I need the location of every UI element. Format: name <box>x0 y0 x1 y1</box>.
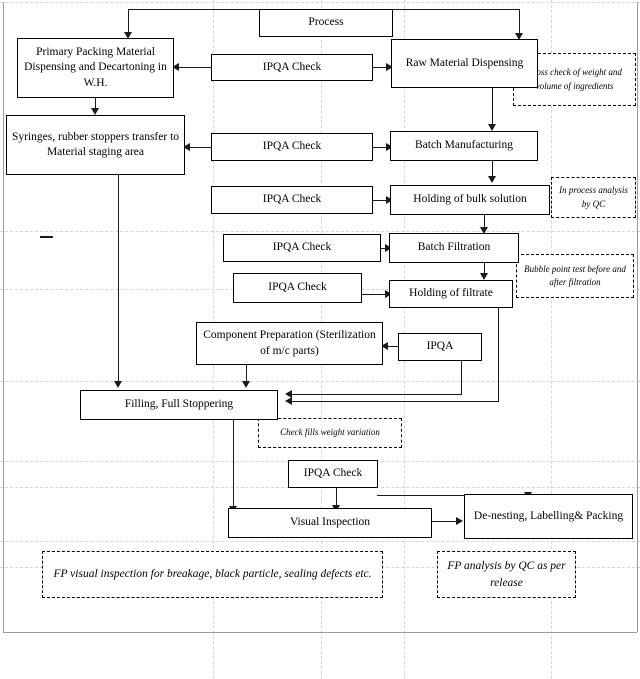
arrowhead-down <box>241 381 250 388</box>
note-check-fills: Check fills weight variation <box>258 418 402 448</box>
connector-ipqa5-to-holdingfiltrate <box>362 294 388 296</box>
connector-ipqa2-to-batchmfg <box>372 147 390 149</box>
node-visual-inspection[interactable]: Visual Inspection <box>228 508 432 538</box>
connector-holdingbulk-to-filtration <box>484 214 486 230</box>
node-batch-filtration[interactable]: Batch Filtration <box>389 233 519 263</box>
connector-syringes-to-filling <box>118 175 120 383</box>
node-filling-full-stoppering[interactable]: Filling, Full Stoppering <box>80 390 278 420</box>
node-ipqa-check-3[interactable]: IPQA Check <box>211 186 373 214</box>
arrowhead-right <box>385 289 392 298</box>
node-primary-packing[interactable]: Primary Packing Material Dispensing and … <box>17 38 174 98</box>
gridline-h <box>0 2 640 3</box>
node-holding-filtrate[interactable]: Holding of filtrate <box>389 280 513 308</box>
arrowhead-down <box>514 33 523 40</box>
arrowhead-right <box>385 243 392 252</box>
page-frame-left <box>3 2 4 632</box>
connector-filling-to-visual <box>233 419 235 510</box>
arrowhead-left <box>285 389 292 398</box>
arrowhead-down <box>479 273 488 280</box>
arrowhead-right <box>386 195 393 204</box>
node-ipqa-check-1[interactable]: IPQA Check <box>211 54 373 81</box>
connector-ipqa-down <box>461 360 463 394</box>
gridline-h <box>0 541 640 542</box>
arrowhead-right <box>386 62 393 71</box>
page-frame-right <box>637 2 638 632</box>
arrowhead-left <box>172 62 179 71</box>
connector-batchmfg-to-holdingbulk <box>492 160 494 178</box>
arrowhead-down <box>479 227 488 234</box>
page-frame-bottom <box>3 632 637 633</box>
connector-ipqa-to-component <box>386 346 399 348</box>
connector-ipqa1-to-rawmaterial <box>372 67 390 69</box>
arrowhead-right <box>456 516 463 525</box>
arrowhead-right <box>386 142 393 151</box>
node-component-preparation[interactable]: Component Preparation (Sterilization of … <box>196 322 383 365</box>
connector-ipqa6-to-visual <box>336 488 338 508</box>
node-holding-bulk-solution[interactable]: Holding of bulk solution <box>390 185 550 215</box>
node-ipqa-check-4[interactable]: IPQA Check <box>223 234 381 262</box>
connector-primary-to-syringes <box>95 98 97 111</box>
arrowhead-down <box>113 381 122 388</box>
node-ipqa[interactable]: IPQA <box>398 333 482 361</box>
connector-visual-to-denesting <box>431 521 459 523</box>
arrowhead-down <box>123 32 132 39</box>
node-ipqa-check-2[interactable]: IPQA Check <box>211 133 373 161</box>
arrowhead-left <box>285 396 292 405</box>
connector-ipqa2-to-syringes <box>188 147 212 149</box>
arrowhead-down <box>90 108 99 115</box>
connector-holdingfiltrate-to-filling <box>290 401 499 403</box>
node-process[interactable]: Process <box>259 9 393 37</box>
arrowhead-down <box>487 124 496 131</box>
connector-ipqa1-to-primary <box>176 67 212 69</box>
arrowhead-left <box>381 341 388 350</box>
connector-ipqa-to-filling <box>290 394 462 396</box>
connector-filtration-to-holdingfiltrate <box>484 262 486 276</box>
note-fp-visual-inspection: FP visual inspection for breakage, black… <box>42 551 383 598</box>
gridline-h <box>0 381 640 382</box>
node-raw-material-dispensing[interactable]: Raw Material Dispensing <box>391 39 538 88</box>
arrowhead-down <box>487 176 496 183</box>
connector-ipqa4-to-filtration <box>380 248 388 250</box>
node-batch-manufacturing[interactable]: Batch Manufacturing <box>390 131 538 161</box>
gridline-h <box>0 231 640 232</box>
note-bubble-point-test: Bubble point test before and after filtr… <box>516 254 634 298</box>
connector-rawmaterial-to-batchmfg <box>492 88 494 126</box>
node-ipqa-check-5[interactable]: IPQA Check <box>233 273 362 303</box>
arrowhead-left <box>183 142 190 151</box>
note-fp-analysis: FP analysis by QC as per release <box>437 551 576 598</box>
gridline-v <box>551 0 552 679</box>
row-marker-dash <box>40 236 53 238</box>
connector-process-to-primary <box>128 9 130 36</box>
node-ipqa-check-6[interactable]: IPQA Check <box>288 460 378 488</box>
node-denesting-labelling-packing[interactable]: De-nesting, Labelling& Packing <box>464 494 633 539</box>
node-syringes-transfer[interactable]: Syringes, rubber stoppers transfer to Ma… <box>6 115 185 175</box>
connector-ipqa6-to-denesting <box>377 495 529 497</box>
connector-ipqa3-to-holdingbulk <box>372 200 390 202</box>
connector-holdingfiltrate-down <box>498 308 500 401</box>
connector-process-to-rawmaterial <box>519 9 521 37</box>
note-in-process-analysis: In process analysis by QC <box>551 177 636 218</box>
connector-component-to-filling <box>246 365 248 383</box>
